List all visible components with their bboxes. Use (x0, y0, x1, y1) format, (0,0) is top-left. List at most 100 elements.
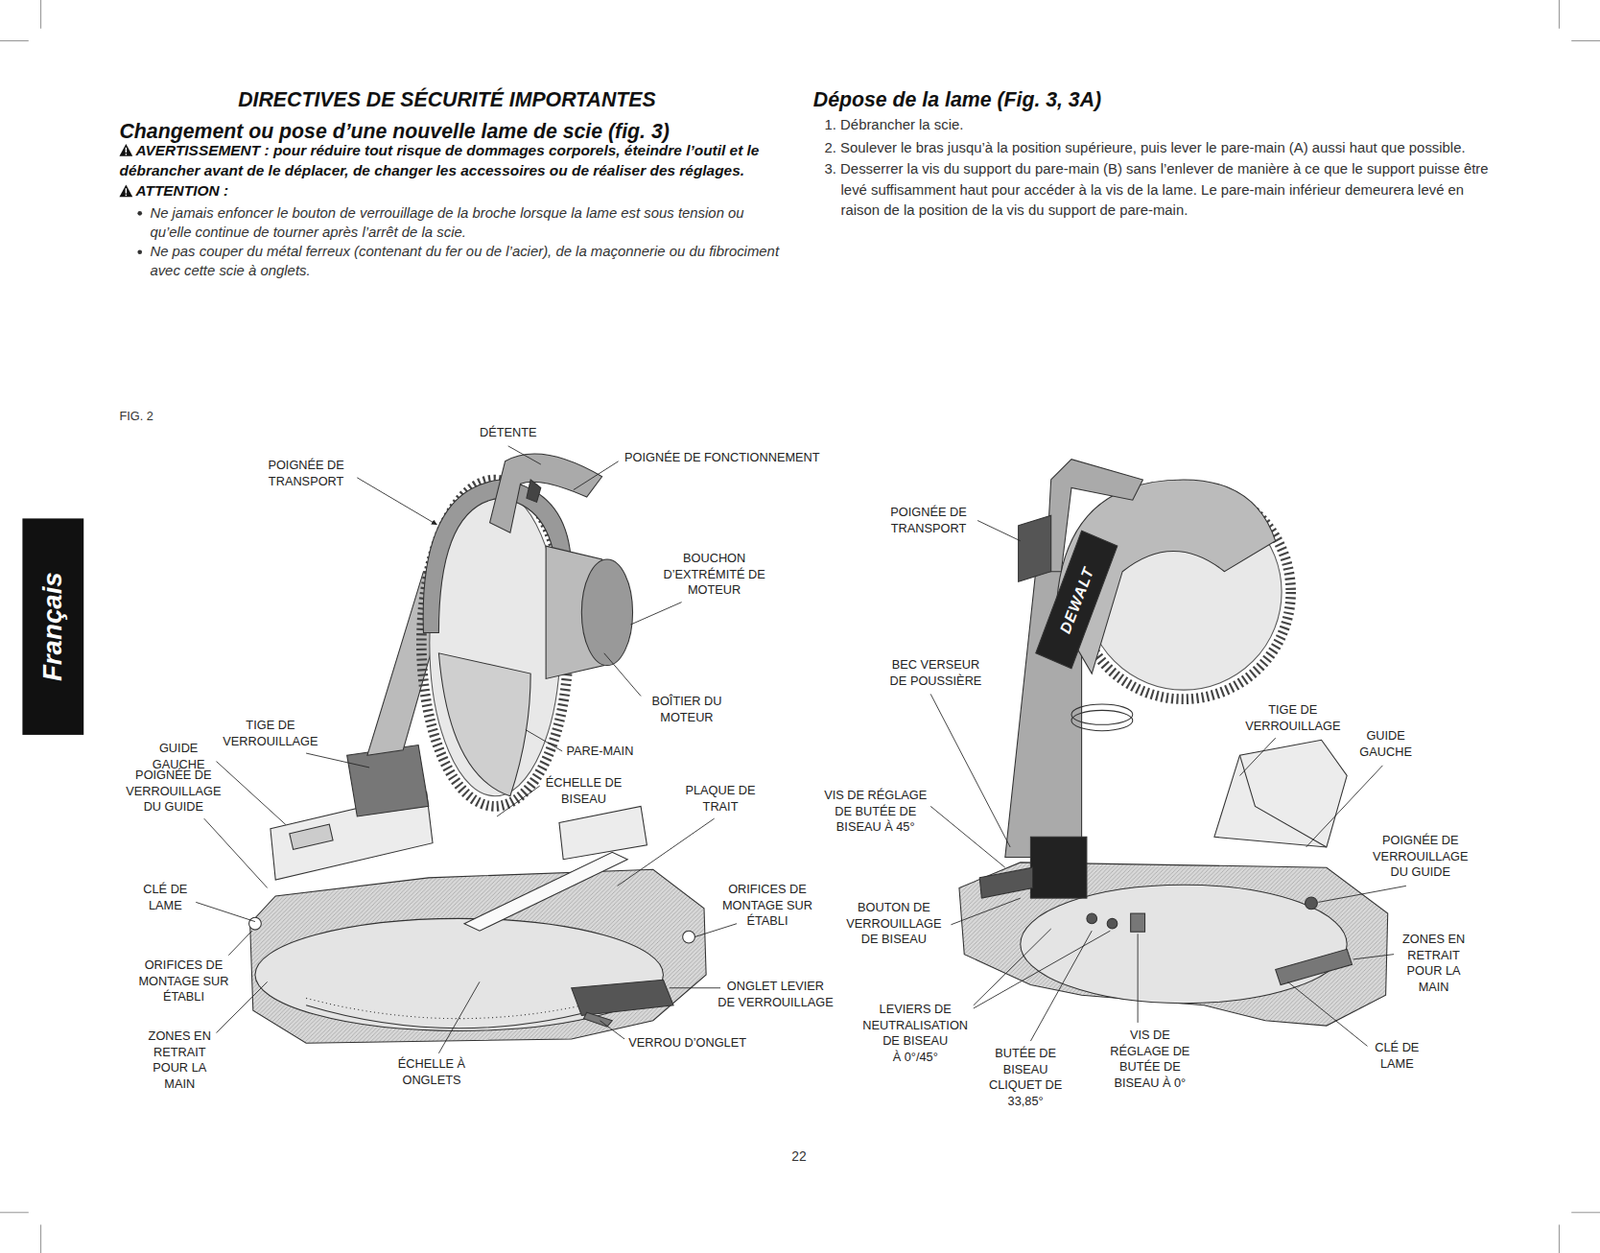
leader-lines-part (1306, 765, 1384, 848)
crop-marks-part (40, 0, 42, 29)
left-saw-part (581, 559, 633, 666)
left-saw-part (249, 917, 262, 930)
right-saw-part (959, 862, 1389, 1026)
callout-label: CLÉ DE LAME (142, 881, 188, 914)
crop-marks-part (1571, 40, 1600, 42)
right-saw-part (1071, 709, 1133, 730)
left-saw-part (583, 1011, 612, 1027)
callout-label: ZONES EN RETRAIT POUR LA MAIN (1402, 931, 1465, 995)
right-saw-part (1020, 884, 1347, 1003)
right-saw-part (979, 867, 1033, 898)
callout-label: TIGE DE VERROUILLAGE (1245, 702, 1341, 734)
callout-label: DÉTENTE (479, 425, 538, 442)
callout-label: ORIFICES DE MONTAGE SUR ÉTABLI (138, 957, 229, 1005)
leader-lines-part (600, 1020, 626, 1039)
left-saw-part (250, 869, 707, 1043)
leader-lines-part (604, 653, 641, 697)
left-saw-part (305, 997, 612, 1018)
callout-label: ORIFICES DE MONTAGE SUR ÉTABLI (722, 881, 813, 929)
step-text: 3. Desserrer la vis du support du pare-m… (824, 158, 1493, 221)
leader-lines-part (977, 520, 1021, 542)
step-text: 2. Soulever le bras jusqu’à la position … (824, 136, 1493, 158)
leader-lines-part (438, 981, 480, 1053)
crop-marks-part (0, 1211, 29, 1213)
leader-lines-part (669, 987, 721, 989)
callout-label: ZONES EN RETRAIT POUR LA MAIN (148, 1028, 212, 1092)
left-saw (249, 453, 707, 1043)
callout-label: TIGE DE VERROUILLAGE (222, 717, 318, 750)
right-saw (959, 459, 1389, 1026)
leader-lines-part (1030, 930, 1092, 1041)
leader-lines-part (1353, 954, 1395, 960)
callout-label: POIGNÉE DE VERROUILLAGE DU GUIDE (1372, 832, 1468, 880)
leader-lines-part (930, 693, 1011, 848)
warning-triangle (118, 143, 133, 157)
left-saw-part (464, 851, 628, 931)
left-saw-part (289, 823, 333, 849)
callout-label: BOUCHON D’EXTRÉMITÉ DE MOTEUR (662, 550, 765, 598)
callout-label: POIGNÉE DE TRANSPORT (267, 458, 344, 491)
callout-label: PARE-MAIN (565, 743, 634, 759)
callout-label: CLÉ DE LAME (1374, 1039, 1419, 1072)
left-saw-part (438, 653, 531, 797)
crop-marks-part (1558, 0, 1560, 29)
warning-text: AVERTISSEMENT : pour réduire tout risque… (118, 141, 785, 181)
warning-triangle (125, 147, 127, 153)
bullet-dot (137, 249, 142, 255)
callout-label: BUTÉE DE BISEAU CLIQUET DE 33,85° (988, 1045, 1062, 1109)
callout-label: LEVIERS DE NEUTRALISATION DE BISEAU À 0°… (862, 1002, 968, 1066)
callout-label: POIGNÉE DE VERROUILLAGE DU GUIDE (125, 767, 221, 815)
callout-label: BEC VERSEUR DE POUSSIÈRE (890, 657, 983, 689)
step-text: 1. Débrancher la scie. (824, 114, 1493, 136)
callout-label: GUIDE GAUCHE (1359, 729, 1412, 761)
section-heading: Changement ou pose d’une nouvelle lame d… (118, 118, 669, 142)
crop-marks-part (1571, 1211, 1600, 1213)
leader-lines-part (973, 930, 1111, 1009)
left-saw-part (559, 805, 647, 859)
callout-label: BOUTON DE VERROUILLAGE DE BISEAU (846, 899, 942, 947)
leader-lines-part (204, 818, 268, 888)
warning-triangle (125, 153, 127, 155)
leader-lines-part (950, 897, 1020, 925)
leader-lines-part (305, 752, 370, 768)
leader-lines-part (525, 729, 563, 752)
leader-lines-part (356, 477, 437, 525)
figure-label: FIG. 2 (118, 409, 153, 424)
leader-lines-part (694, 923, 737, 938)
leader-lines (195, 446, 1407, 1054)
callout-label: ONGLET LEVIER DE VERROUILLAGE (717, 978, 834, 1011)
left-saw-part (347, 745, 429, 817)
right-saw-part (1056, 479, 1276, 674)
page-title: DIRECTIVES DE SÉCURITÉ IMPORTANTES (237, 87, 656, 111)
leader-lines-part (508, 446, 542, 465)
leader-lines-part (1287, 981, 1367, 1046)
leader-lines-part (1317, 885, 1406, 902)
right-saw-part (1045, 459, 1143, 572)
right-saw-part (1305, 896, 1318, 910)
warning-triangle (118, 185, 133, 198)
right-saw-part (1106, 917, 1118, 929)
leader-lines-part (617, 818, 715, 886)
page-number: 22 (791, 1148, 806, 1164)
leader-lines-part (973, 928, 1052, 1006)
callout-label: VERROU D’ONGLET (628, 1035, 747, 1052)
left-saw-part (571, 979, 674, 1015)
leader-lines-part (1137, 933, 1139, 1023)
leader-lines-part (216, 761, 286, 825)
caution-heading: ATTENTION : (118, 181, 229, 201)
warning-triangle (125, 194, 127, 196)
bullet-text: Ne jamais enfoncer le bouton de verrouil… (149, 203, 785, 242)
right-saw-part (1239, 754, 1326, 848)
leader-lines-part (216, 981, 268, 1033)
right-saw-part (1275, 948, 1353, 985)
leader-lines-part (573, 461, 619, 491)
bullet-text: Ne pas couper du métal ferreux (contenan… (149, 241, 785, 281)
leader-lines-part (228, 930, 252, 956)
right-saw-part (1071, 704, 1133, 725)
right-saw-part (1214, 739, 1347, 848)
right-saw-part (1086, 913, 1098, 924)
right-saw-part (1130, 913, 1146, 932)
crop-marks-part (0, 40, 29, 42)
